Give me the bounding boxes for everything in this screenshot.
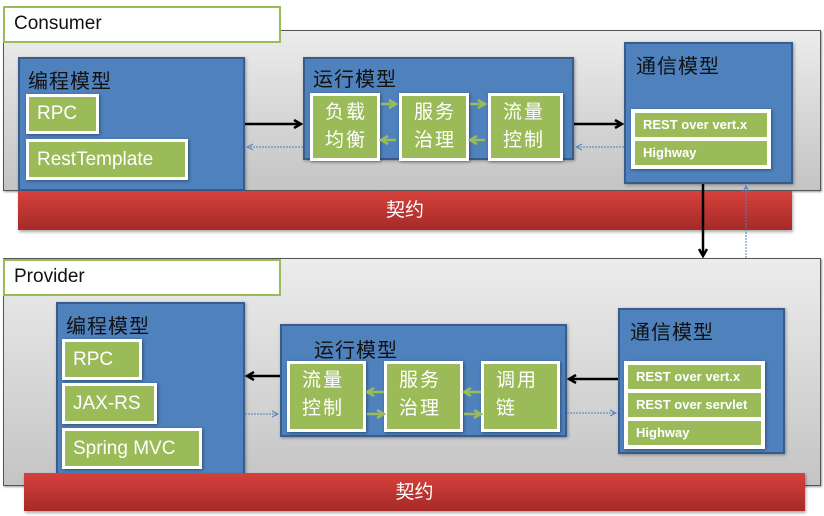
provider-item-springmvc: Spring MVC xyxy=(62,428,202,469)
consumer-runtime-flow-control: 流量 控制 xyxy=(488,93,563,161)
provider-runtime-flow-control: 流量 控制 xyxy=(287,361,366,432)
consumer-transport-rest-vertx: REST over vert.x xyxy=(635,113,767,137)
provider-programming-model: 编程模型 RPC JAX-RS Spring MVC xyxy=(56,302,245,475)
consumer-runtime-load-balance: 负载 均衡 xyxy=(310,93,380,161)
line: 负载 xyxy=(325,101,368,123)
line: 服务 xyxy=(399,369,442,391)
provider-programming-model-title: 编程模型 xyxy=(66,314,150,338)
line: 治理 xyxy=(414,129,457,151)
consumer-runtime-model-title: 运行模型 xyxy=(313,67,397,91)
line: 均衡 xyxy=(325,129,368,151)
provider-label: Provider xyxy=(3,259,281,296)
provider-item-jaxrs: JAX-RS xyxy=(62,383,157,424)
consumer-transport-model: 通信模型 REST over vert.x Highway xyxy=(624,42,793,184)
provider-transport-model: 通信模型 REST over vert.x REST over servlet … xyxy=(618,308,785,454)
provider-transport-highway: Highway xyxy=(628,421,761,445)
provider-runtime-call-chain: 调用 链 xyxy=(481,361,560,432)
line: 链 xyxy=(496,397,518,419)
provider-runtime-model: 运行模型 流量 控制 服务 治理 调用 链 xyxy=(280,324,567,437)
consumer-transport-model-title: 通信模型 xyxy=(636,54,720,78)
consumer-runtime-model: 运行模型 负载 均衡 服务 治理 流量 控制 xyxy=(303,57,574,161)
line: 调用 xyxy=(496,369,539,391)
consumer-transport-list: REST over vert.x Highway xyxy=(631,109,771,169)
line: 服务 xyxy=(414,101,457,123)
consumer-contract-bar: 契约 xyxy=(18,191,792,230)
consumer-item-resttemplate: RestTemplate xyxy=(26,139,188,180)
line: 治理 xyxy=(399,397,442,419)
line: 流量 xyxy=(503,101,546,123)
provider-item-rpc: RPC xyxy=(62,339,142,380)
consumer-transport-highway: Highway xyxy=(635,141,767,165)
provider-transport-rest-servlet: REST over servlet xyxy=(628,393,761,417)
line: 流量 xyxy=(302,369,345,391)
provider-runtime-model-title: 运行模型 xyxy=(314,338,398,362)
consumer-programming-model-title: 编程模型 xyxy=(28,69,112,93)
consumer-programming-model: 编程模型 RPC RestTemplate xyxy=(18,57,245,191)
line: 控制 xyxy=(302,397,345,419)
provider-transport-rest-vertx: REST over vert.x xyxy=(628,365,761,389)
consumer-label: Consumer xyxy=(3,6,281,43)
consumer-item-rpc: RPC xyxy=(26,94,99,134)
provider-transport-model-title: 通信模型 xyxy=(630,320,714,344)
provider-runtime-governance: 服务 治理 xyxy=(384,361,463,432)
provider-transport-list: REST over vert.x REST over servlet Highw… xyxy=(624,361,765,449)
line: 控制 xyxy=(503,129,546,151)
consumer-runtime-governance: 服务 治理 xyxy=(399,93,469,161)
provider-contract-bar: 契约 xyxy=(24,473,805,511)
